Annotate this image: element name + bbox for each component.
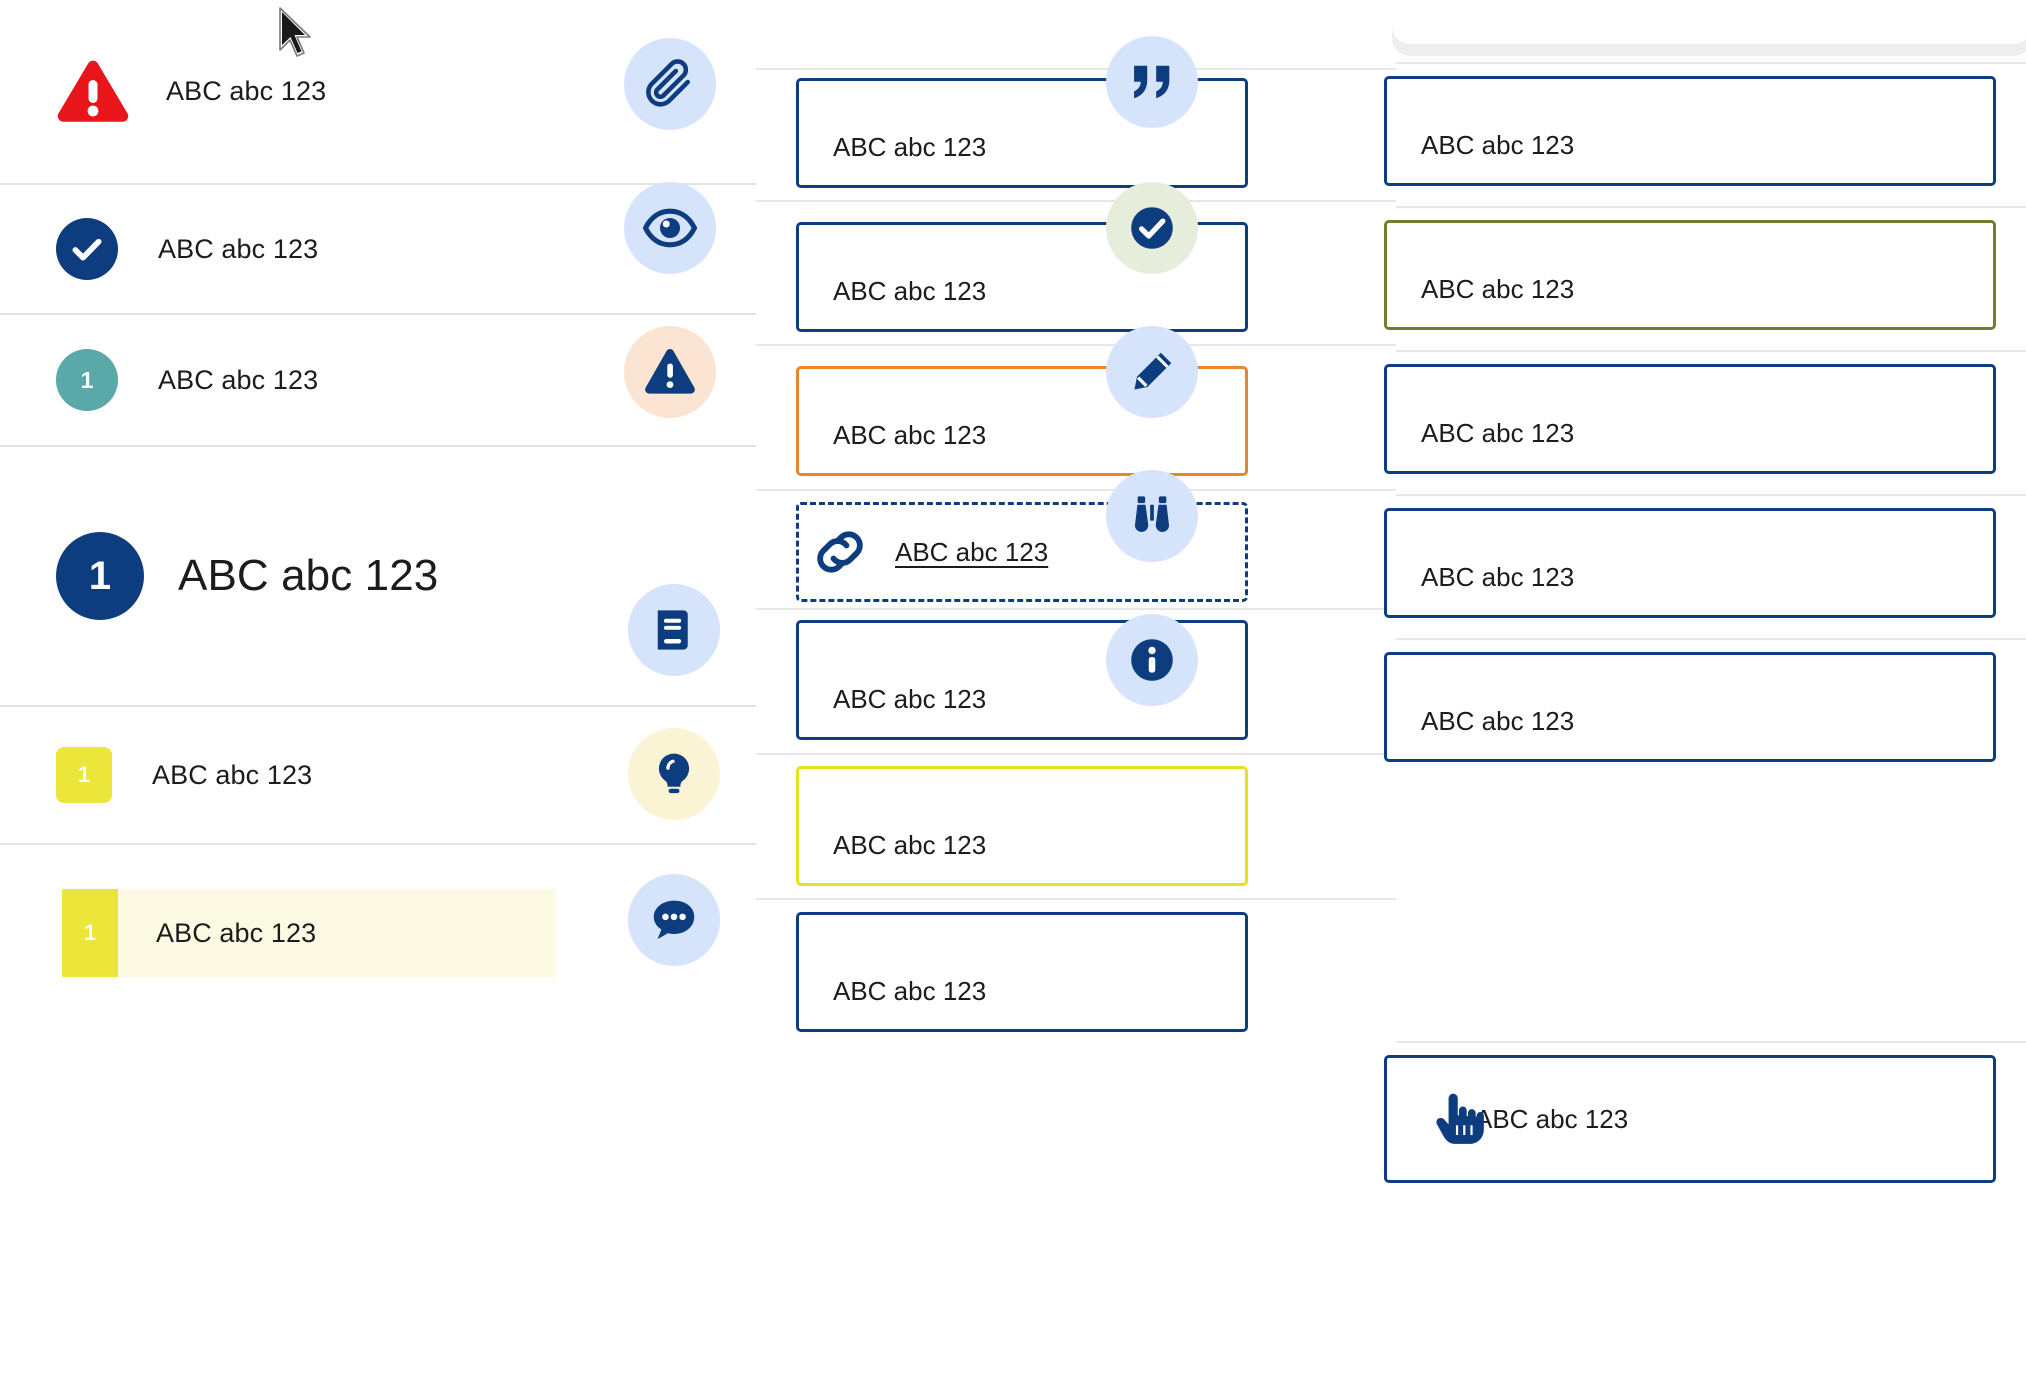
comment-dots-icon: [628, 874, 720, 966]
list-item-label: ABC abc 123: [152, 759, 313, 790]
list-item-alert[interactable]: ABC abc 123: [0, 0, 756, 183]
highlight-background: 1 ABC abc 123: [62, 889, 556, 977]
card-label: ABC abc 123: [1421, 706, 1575, 736]
slot-divider: [1396, 638, 2026, 640]
quote-icon: [1106, 36, 1198, 128]
list-item-label: ABC abc 123: [166, 76, 327, 106]
link-chain-icon: [808, 520, 872, 584]
card-link-label[interactable]: ABC abc 123: [895, 536, 1049, 567]
list-item-label-large: ABC abc 123: [178, 551, 439, 600]
pencil-icon: [1106, 326, 1198, 418]
check-circle-icon: [56, 218, 118, 280]
card-label: ABC abc 123: [833, 684, 987, 714]
list-item-highlighted[interactable]: 1 ABC abc 123: [0, 843, 756, 1063]
card-action[interactable]: ABC abc 123: [1384, 1055, 1996, 1183]
slot-divider: [756, 753, 1396, 755]
card-comment[interactable]: ABC abc 123: [796, 912, 1248, 1032]
book-icon: [628, 584, 720, 676]
slot-divider: [1396, 350, 2026, 352]
card-quote[interactable]: ABC abc 123: [1384, 76, 1996, 186]
circle-check-icon: [1106, 182, 1198, 274]
card-label: ABC abc 123: [1421, 274, 1575, 304]
left-list-panel: ABC abc 123 ABC abc 123 1 ABC abc 123 1 …: [0, 0, 756, 1392]
card-label: ABC abc 123: [1421, 418, 1575, 448]
list-item-label: ABC abc 123: [158, 233, 319, 264]
hand-pointer-icon: [1426, 1088, 1490, 1152]
number-badge-large: 1: [56, 532, 144, 620]
number-badge-square: 1: [62, 889, 118, 977]
paperclip-icon: [624, 38, 716, 130]
slot-divider: [756, 344, 1396, 346]
slot-divider: [756, 489, 1396, 491]
slot-divider: [1396, 1041, 2026, 1043]
list-item-check[interactable]: ABC abc 123: [0, 183, 756, 313]
list-item-teal[interactable]: 1 ABC abc 123: [0, 313, 756, 445]
slot-divider: [1396, 62, 2026, 64]
card-label: ABC abc 123: [1421, 562, 1575, 592]
card-label: ABC abc 123: [1475, 1103, 1629, 1134]
card-label: ABC abc 123: [833, 830, 987, 860]
slot-divider: [756, 898, 1396, 900]
slot-divider: [756, 608, 1396, 610]
card-label: ABC abc 123: [833, 132, 987, 162]
eye-icon: [624, 182, 716, 274]
card-success[interactable]: ABC abc 123: [1384, 220, 1996, 330]
lightbulb-icon: [628, 728, 720, 820]
warning-triangle-icon: [624, 326, 716, 418]
number-badge-square: 1: [56, 747, 112, 803]
alert-triangle-icon: [56, 60, 130, 124]
mouse-pointer-cursor: [276, 6, 316, 64]
background-panel-cover: [1392, 0, 2026, 44]
binoculars-icon: [1106, 470, 1198, 562]
card-observe[interactable]: ABC abc 123: [1384, 508, 1996, 618]
number-badge: 1: [56, 349, 118, 411]
info-circle-icon: [1106, 614, 1198, 706]
card-label: ABC abc 123: [1421, 130, 1575, 160]
list-item-label: ABC abc 123: [156, 917, 317, 948]
card-label: ABC abc 123: [833, 420, 987, 450]
list-item-yellow[interactable]: 1 ABC abc 123: [0, 705, 756, 843]
list-item-primary[interactable]: 1 ABC abc 123: [0, 445, 756, 705]
card-edit[interactable]: ABC abc 123: [1384, 364, 1996, 474]
card-label: ABC abc 123: [833, 276, 987, 306]
slot-divider: [756, 200, 1396, 202]
slot-divider: [1396, 206, 2026, 208]
card-info[interactable]: ABC abc 123: [1384, 652, 1996, 762]
list-item-label: ABC abc 123: [158, 364, 319, 395]
slot-divider: [756, 68, 1396, 70]
slot-divider: [1396, 494, 2026, 496]
card-label: ABC abc 123: [833, 976, 987, 1006]
card-idea[interactable]: ABC abc 123: [796, 766, 1248, 886]
